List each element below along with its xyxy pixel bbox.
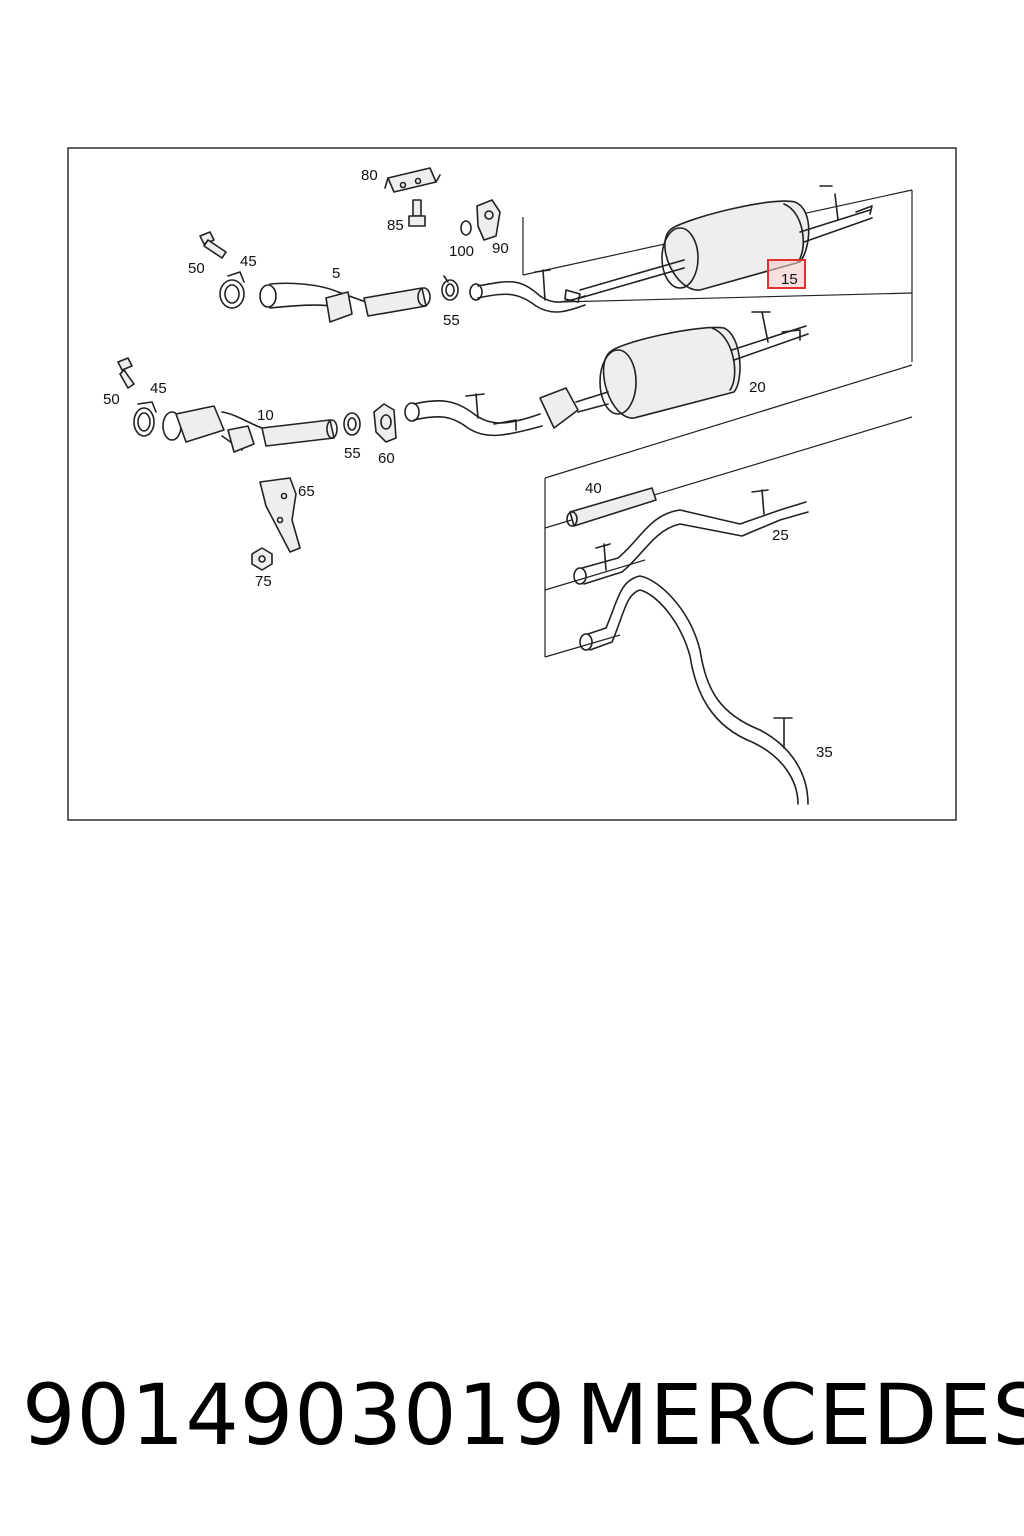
callout-50-lower: 50 (103, 391, 120, 408)
brand-name: MERCEDES (576, 1366, 1024, 1464)
callout-85: 85 (387, 217, 404, 234)
center-muffler-part-20 (539, 311, 809, 429)
front-pipe-part-10 (162, 405, 338, 453)
diagram-frame (67, 147, 957, 821)
clamp-part-45-upper (219, 271, 245, 309)
callout-60: 60 (378, 450, 395, 467)
bolt-part-85 (408, 199, 426, 227)
callout-80: 80 (361, 167, 378, 184)
callout-65: 65 (298, 483, 315, 500)
callout-50-upper: 50 (188, 260, 205, 277)
part-caption: 9014903019 MERCEDES (0, 1365, 1024, 1475)
callout-45-upper: 45 (240, 253, 257, 270)
bolt-part-50-upper (199, 231, 227, 259)
part-number: 9014903019 (22, 1366, 567, 1464)
intermediate-pipe-lower (404, 393, 543, 437)
clamp-part-55-upper (441, 275, 459, 301)
callout-15: 15 (781, 271, 798, 288)
highlight-box-part-15 (767, 259, 806, 289)
bracket-part-80 (384, 167, 441, 193)
callout-55-upper: 55 (443, 312, 460, 329)
rear-muffler-part-15 (579, 185, 873, 299)
callout-25: 25 (772, 527, 789, 544)
bolt-part-50-lower (117, 357, 135, 389)
exhaust-parts-diagram: 80 85 100 90 50 45 5 55 15 50 45 10 55 6… (67, 147, 957, 821)
tail-pipe-part-25 (573, 489, 809, 585)
front-pipe-part-5 (259, 282, 431, 323)
gasket-part-60 (373, 403, 397, 443)
nut-part-75 (251, 547, 273, 571)
tail-pipe-part-35 (579, 575, 809, 805)
callout-75: 75 (255, 573, 272, 590)
clamp-part-55-lower (343, 412, 361, 436)
callout-20: 20 (749, 379, 766, 396)
callout-40: 40 (585, 480, 602, 497)
callout-35: 35 (816, 744, 833, 761)
callout-5: 5 (332, 265, 340, 282)
intermediate-pipe-upper (469, 269, 586, 313)
rubber-hanger-part-90 (476, 199, 501, 241)
pipe-part-40 (566, 487, 657, 527)
callout-45-lower: 45 (150, 380, 167, 397)
callout-90: 90 (492, 240, 509, 257)
callout-55-lower: 55 (344, 445, 361, 462)
callout-100: 100 (449, 243, 474, 260)
clamp-part-45-lower (133, 401, 157, 437)
bracket-part-65 (259, 477, 301, 553)
washer-part-100 (460, 220, 472, 236)
callout-10: 10 (257, 407, 274, 424)
